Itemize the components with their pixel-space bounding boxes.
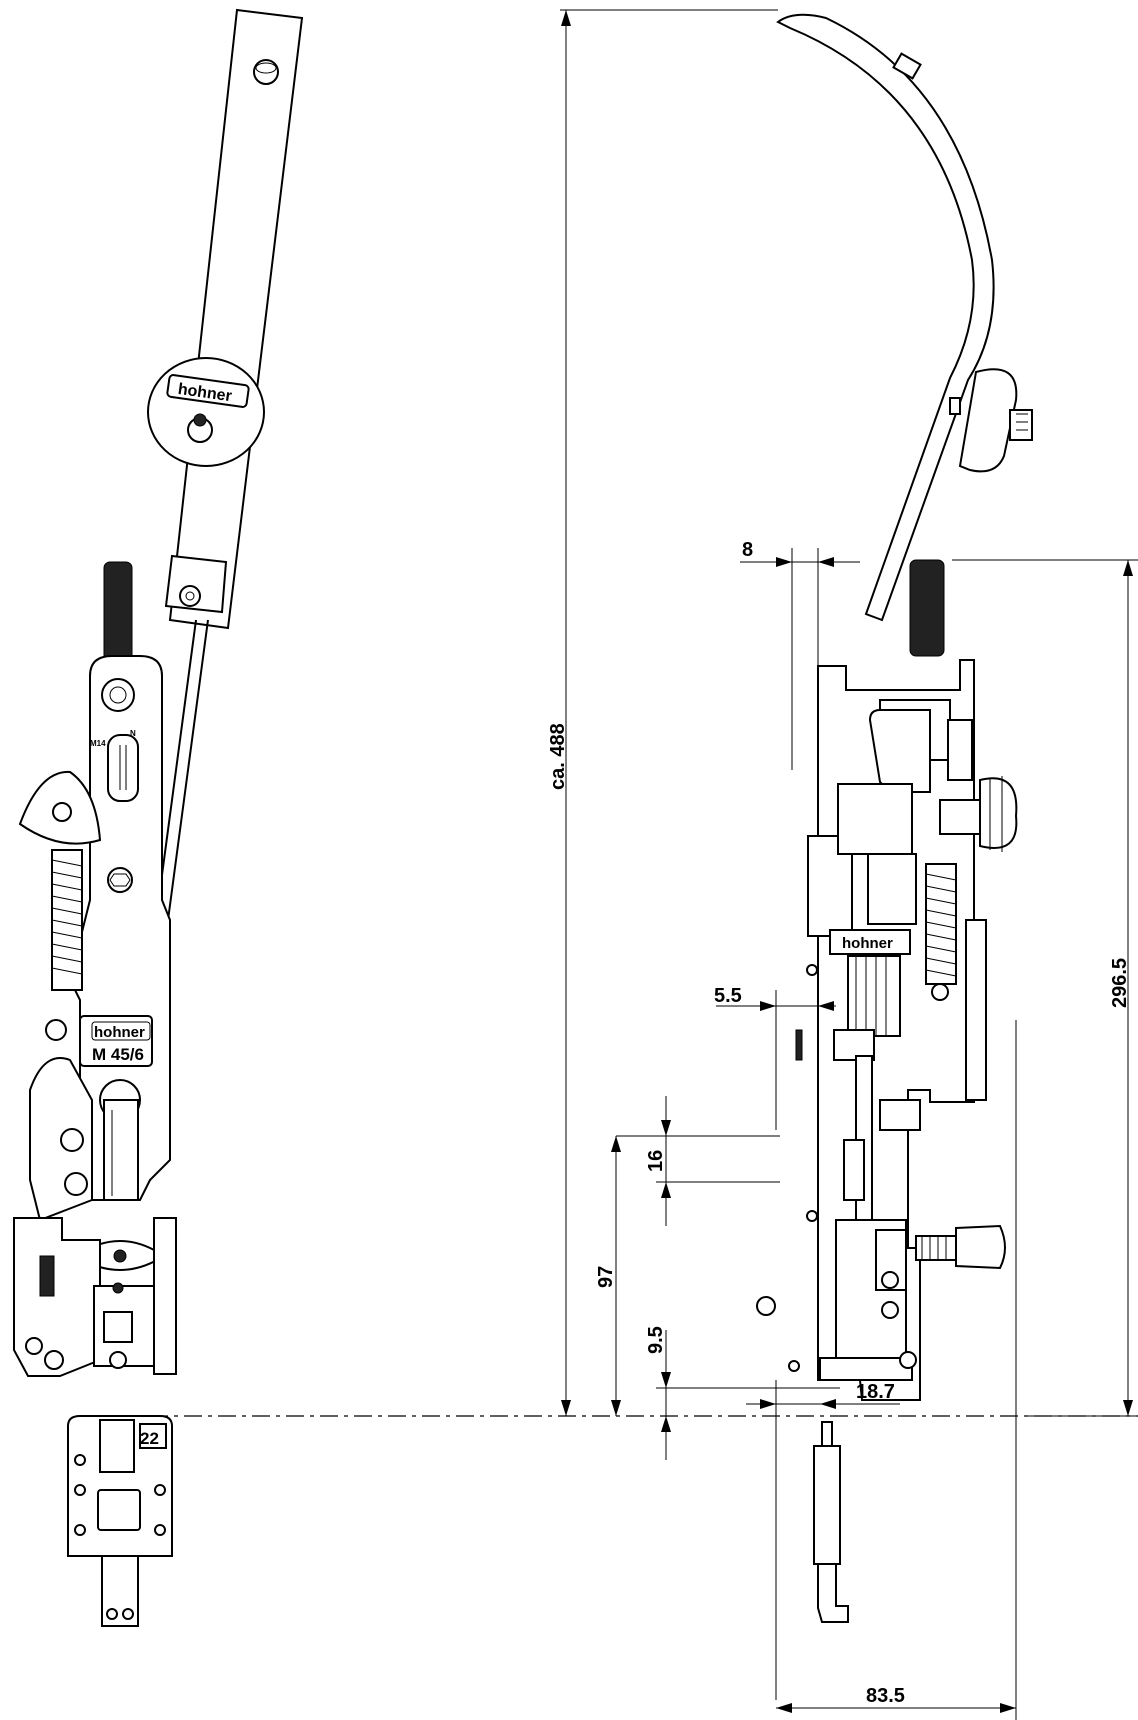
dim-stroke-16: 16 <box>645 1150 667 1172</box>
front-logo-plate <box>79 1015 153 1067</box>
dim-side-offset: 5.5 <box>714 985 742 1007</box>
front-model-label: M 45/6 <box>92 1045 144 1064</box>
front-plunger <box>103 1099 139 1201</box>
dim-offset-18-7: 18.7 <box>856 1381 895 1403</box>
side-lower-spring <box>915 1235 957 1261</box>
dim-height-to-base: 296.5 <box>1109 958 1131 1008</box>
side-spring <box>925 863 957 985</box>
front-arm <box>168 8 304 630</box>
side-view: hohner <box>756 13 1033 1623</box>
front-handle <box>103 561 133 663</box>
dim-total-height: ca. 488 <box>547 723 569 790</box>
spring-coils <box>51 859 83 975</box>
side-spool <box>958 368 1018 473</box>
side-handle <box>909 559 945 657</box>
front-spool <box>147 357 265 467</box>
dim-height-97: 97 <box>595 1266 617 1288</box>
side-probe <box>813 1445 841 1565</box>
dim-top-offset: 8 <box>742 539 753 561</box>
side-body-logo: hohner <box>842 935 893 952</box>
front-view: hohner M14 N <box>13 8 304 1627</box>
front-head <box>67 1415 173 1557</box>
dim-stroke-9-5: 9.5 <box>645 1326 667 1354</box>
side-lower-knob <box>955 1224 1006 1270</box>
side-knob <box>979 777 1018 849</box>
side-probe-tip <box>821 1421 833 1447</box>
scale-label-m14: M14 <box>90 739 106 748</box>
scale-label-n: N <box>130 729 136 738</box>
side-spring-coils <box>925 873 957 977</box>
dimension-lines <box>560 9 1138 1720</box>
side-gear-stack <box>847 955 901 1037</box>
front-body-logo: hohner <box>94 1024 145 1041</box>
side-curved-guide <box>776 13 995 622</box>
head-number: 22 <box>140 1429 159 1448</box>
arm-knob-top <box>253 59 279 85</box>
dim-width-83-5: 83.5 <box>866 1685 905 1707</box>
